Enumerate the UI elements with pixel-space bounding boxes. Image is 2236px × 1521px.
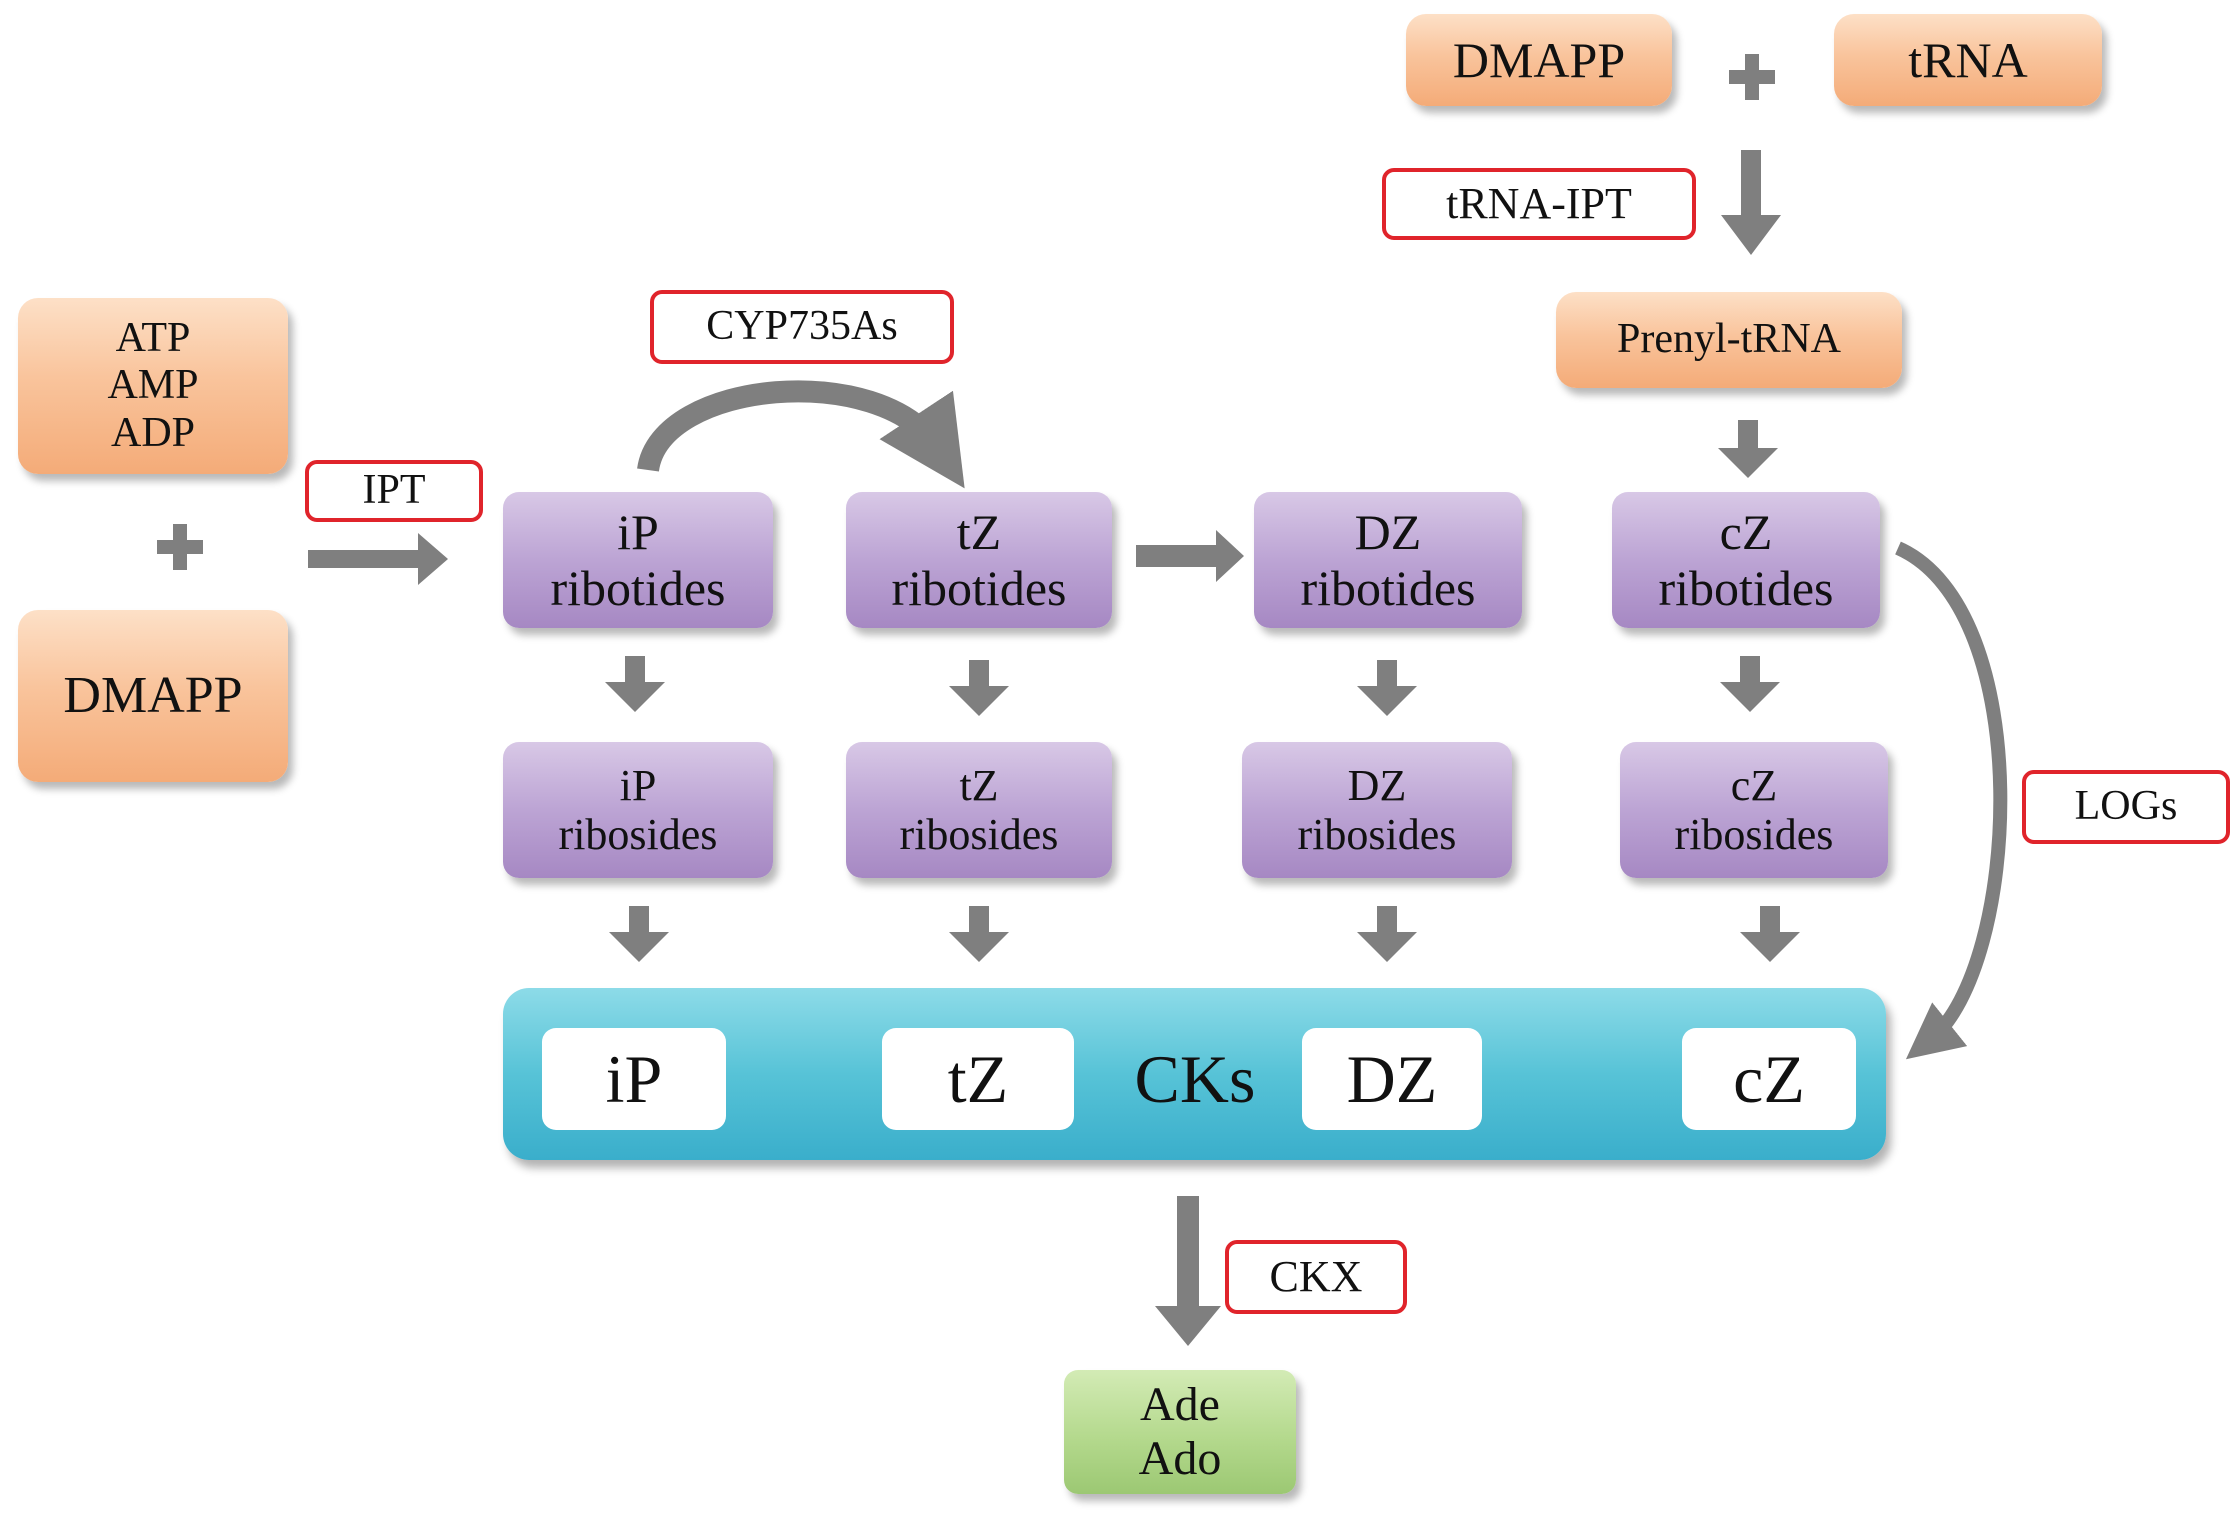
ck-cz: cZ	[1682, 1028, 1856, 1130]
ckx-enzyme: CKX	[1225, 1240, 1407, 1314]
tz-ribosides-name: tZ	[959, 760, 999, 810]
prenyl-trna-box: Prenyl-tRNA	[1556, 292, 1902, 388]
ck-dz-label: DZ	[1346, 1040, 1438, 1117]
prenyl-to-cz-arrow	[1718, 420, 1778, 478]
tz-ribotides-to-ribosides-arrow	[949, 660, 1009, 716]
ade-label: Ade	[1140, 1378, 1220, 1432]
dmapp-top-box: DMAPP	[1406, 14, 1672, 106]
logs-label: LOGs	[2074, 783, 2178, 830]
cyp735as-enzyme: CYP735As	[650, 290, 954, 364]
trna-ipt-label: tRNA-IPT	[1446, 179, 1632, 229]
cks-title-label: CKs	[1134, 1040, 1256, 1117]
ipt-label: IPT	[362, 467, 426, 514]
ckx-arrow	[1155, 1196, 1221, 1346]
tz-ribosides-label: ribosides	[899, 810, 1059, 859]
ip-ribosides-name: iP	[619, 760, 657, 810]
prenyl-trna-label: Prenyl-tRNA	[1617, 316, 1841, 363]
cz-ribosides-label: ribosides	[1674, 810, 1834, 859]
ip-ribotides-box: iP ribotides	[503, 492, 773, 628]
adp-label: ADP	[110, 409, 196, 456]
cz-ribotides-box: cZ ribotides	[1612, 492, 1880, 628]
cks-band	[503, 988, 1886, 1160]
cyp735as-label: CYP735As	[706, 303, 898, 350]
ck-ip: iP	[542, 1028, 726, 1130]
cz-ribotides-to-ribosides-arrow	[1720, 656, 1780, 712]
dmapp-top-label: DMAPP	[1452, 32, 1626, 88]
tz-to-dz-arrow	[1136, 530, 1244, 582]
ado-label: Ado	[1138, 1432, 1222, 1485]
ip-ribosides-label: ribosides	[558, 810, 718, 859]
dz-ribosides-label: ribosides	[1297, 810, 1457, 859]
atp-label: ATP	[115, 315, 191, 362]
ipt-arrow	[308, 533, 448, 585]
degradation-products-box: Ade Ado	[1064, 1370, 1296, 1494]
tz-ribotides-box: tZ ribotides	[846, 492, 1112, 628]
ip-ribotides-to-ribosides-arrow	[605, 656, 665, 712]
ck-tz-label: tZ	[947, 1040, 1009, 1117]
ip-ribosides-to-ck-arrow	[609, 906, 669, 962]
cz-ribosides-box: cZ ribosides	[1620, 742, 1888, 878]
ck-cz-label: cZ	[1733, 1040, 1805, 1117]
ck-dz: DZ	[1302, 1028, 1482, 1130]
dz-ribotides-to-ribosides-arrow	[1357, 660, 1417, 716]
logs-enzyme: LOGs	[2022, 770, 2230, 844]
logs-curved-arrow	[1895, 541, 2008, 1060]
cyp735as-curved-arrow	[637, 380, 965, 489]
dmapp-left-box: DMAPP	[18, 610, 288, 782]
cks-title: CKs	[1100, 1028, 1290, 1130]
cz-ribotides-label: ribotides	[1658, 560, 1834, 616]
plus-icon-left	[157, 524, 203, 570]
tz-ribotides-label: ribotides	[891, 560, 1067, 616]
tz-ribotides-name: tZ	[956, 504, 1002, 560]
ip-ribotides-name: iP	[617, 504, 659, 560]
ck-ip-label: iP	[605, 1040, 663, 1117]
ipt-enzyme: IPT	[305, 460, 483, 522]
trna-label: tRNA	[1908, 32, 2028, 88]
plus-icon-top	[1729, 54, 1775, 100]
dz-ribosides-box: DZ ribosides	[1242, 742, 1512, 878]
dz-ribosides-name: DZ	[1347, 760, 1407, 810]
cz-ribosides-to-ck-arrow	[1740, 906, 1800, 962]
trna-ipt-arrow	[1721, 150, 1781, 255]
ckx-label: CKX	[1269, 1252, 1363, 1302]
trna-ipt-enzyme: tRNA-IPT	[1382, 168, 1696, 240]
tz-ribosides-to-ck-arrow	[949, 906, 1009, 962]
tz-ribosides-box: tZ ribosides	[846, 742, 1112, 878]
trna-box: tRNA	[1834, 14, 2102, 106]
amp-label: AMP	[107, 362, 199, 409]
ck-tz: tZ	[882, 1028, 1074, 1130]
cz-ribotides-name: cZ	[1719, 504, 1773, 560]
nucleotides-box: ATP AMP ADP	[18, 298, 288, 474]
dz-ribosides-to-ck-arrow	[1357, 906, 1417, 962]
ip-ribosides-box: iP ribosides	[503, 742, 773, 878]
ip-ribotides-label: ribotides	[550, 560, 726, 616]
dmapp-left-label: DMAPP	[63, 666, 243, 724]
dz-ribotides-label: ribotides	[1300, 560, 1476, 616]
cz-ribosides-name: cZ	[1730, 760, 1778, 810]
dz-ribotides-name: DZ	[1354, 504, 1422, 560]
dz-ribotides-box: DZ ribotides	[1254, 492, 1522, 628]
